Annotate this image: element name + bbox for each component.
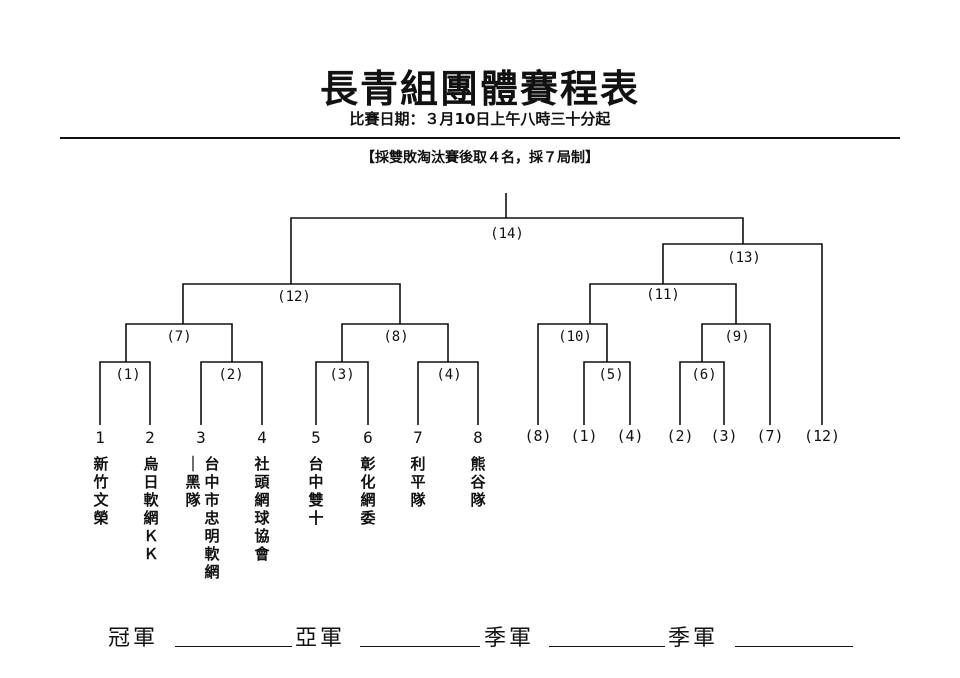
game-label-10: (10) <box>558 329 592 345</box>
match-date: 比賽日期：３月10日上午八時三十分起 <box>349 110 611 128</box>
game-label-2: (2) <box>218 367 244 383</box>
slot-ref-7: (12) <box>803 427 841 445</box>
team-name-4: 社頭網球協會 <box>253 455 271 563</box>
team-name-text: 彰化網委 <box>360 455 376 527</box>
bracket-game-7 <box>125 323 233 362</box>
game-label-6: (6) <box>691 367 717 383</box>
tournament-format: 【採雙敗淘汰賽後取４名，採７局制】 <box>361 150 599 166</box>
rank-champion-blank <box>175 646 292 647</box>
seed-number-3: 3 <box>196 428 206 447</box>
game-label-1: (1) <box>115 367 141 383</box>
team-name-text: 台中市忠明軟網 <box>204 455 220 581</box>
team-name-text: 熊谷隊 <box>470 455 486 509</box>
slot-ref-5: (3) <box>710 427 738 445</box>
rank-third-label: 季軍 <box>484 626 535 651</box>
bracket-game-14 <box>290 217 744 284</box>
rank-third-blank <box>549 646 665 647</box>
bracket-game-10 <box>537 323 608 425</box>
team-name-text: ｜黑隊 <box>185 455 201 509</box>
team-name-2: 烏日軟網ＫＫ <box>142 455 160 563</box>
team-name-text: 利平隊 <box>410 455 426 509</box>
seed-number-5: 5 <box>311 428 321 447</box>
game-label-9: (9) <box>724 329 750 345</box>
team-name-text: 台中雙十 <box>308 455 324 527</box>
rank-third-label-2: 季軍 <box>668 626 719 651</box>
seed-number-4: 4 <box>257 428 267 447</box>
slot-ref-1: (8) <box>524 427 552 445</box>
slot-ref-4: (2) <box>666 427 694 445</box>
seed-number-2: 2 <box>145 428 155 447</box>
seed-number-1: 1 <box>95 428 105 447</box>
game-label-14: (14) <box>490 226 524 242</box>
slot-ref-3: (4) <box>616 427 644 445</box>
page-title: 長青組團體賽程表 <box>319 67 640 111</box>
game-label-8: (8) <box>383 329 409 345</box>
team-name-6: 彰化網委 <box>359 455 377 527</box>
bracket-game-8 <box>341 323 449 362</box>
game-label-12: (12) <box>277 289 311 305</box>
team-name-text: 新竹文榮 <box>93 455 109 527</box>
rank-runner-up-blank <box>360 646 480 647</box>
team-name-text: 社頭網球協會 <box>254 455 270 563</box>
game-label-11: (11) <box>646 287 680 303</box>
slot-ref-6: (7) <box>756 427 784 445</box>
slot-ref-2: (1) <box>570 427 598 445</box>
team-name-3-suffix: ｜黑隊 <box>184 455 202 509</box>
rank-champion-label: 冠軍 <box>108 626 159 651</box>
rank-runner-up-label: 亞軍 <box>295 626 346 651</box>
game-label-13: (13) <box>727 250 761 266</box>
team-name-text: 烏日軟網ＫＫ <box>143 455 159 563</box>
seed-number-6: 6 <box>363 428 373 447</box>
seed-number-8: 8 <box>473 428 483 447</box>
seed-number-7: 7 <box>413 428 423 447</box>
team-name-7: 利平隊 <box>409 455 427 509</box>
bracket-game-13 <box>662 243 823 425</box>
game-label-7: (7) <box>166 329 192 345</box>
bracket-game-1 <box>99 361 151 425</box>
game-label-5: (5) <box>598 367 624 383</box>
title-divider <box>60 137 900 139</box>
game-label-3: (3) <box>329 367 355 383</box>
team-name-3: 台中市忠明軟網 <box>203 455 221 581</box>
team-name-1: 新竹文榮 <box>92 455 110 527</box>
team-name-5: 台中雙十 <box>307 455 325 527</box>
team-name-8: 熊谷隊 <box>469 455 487 509</box>
rank-third-blank-2 <box>735 646 853 647</box>
game-label-4: (4) <box>436 367 462 383</box>
